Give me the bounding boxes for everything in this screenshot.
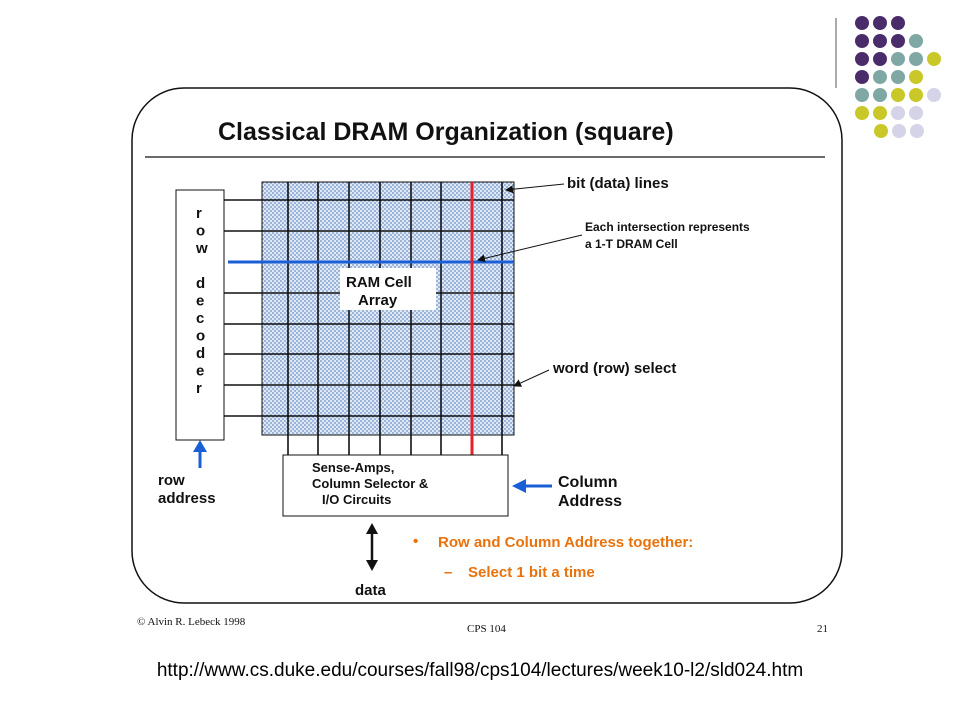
sense-amps-line3: I/O Circuits: [322, 492, 391, 507]
decorative-dot: [873, 16, 887, 30]
row-decoder-letter: o: [196, 328, 205, 345]
column-address-line2: Address: [558, 493, 622, 510]
decorative-dot: [873, 70, 887, 84]
column-address-line1: Column: [558, 474, 618, 491]
decorative-dot: [909, 88, 923, 102]
intersection-pointer: [477, 234, 583, 263]
row-decoder-letter: c: [196, 310, 204, 327]
row-decoder-letter: r: [196, 380, 202, 397]
decorative-dot: [873, 88, 887, 102]
row-address-line1: row: [158, 472, 185, 489]
decorative-dot: [909, 70, 923, 84]
row-decoder-letter: w: [195, 240, 208, 257]
word-select-pointer: [513, 369, 550, 387]
course-text: CPS 104: [467, 623, 506, 635]
row-decoder-letter: d: [196, 345, 205, 362]
bit-lines-label: bit (data) lines: [567, 175, 669, 192]
row-address-line2: address: [158, 490, 216, 507]
source-url: http://www.cs.duke.edu/courses/fall98/cp…: [156, 660, 804, 681]
decorative-dot: [910, 124, 924, 138]
decorative-dot: [892, 124, 906, 138]
decorative-dot: [891, 52, 905, 66]
data-arrowhead-up: [366, 523, 378, 534]
decorative-dot: [855, 70, 869, 84]
column-address-arrowhead: [512, 479, 526, 493]
decorative-dot: [855, 16, 869, 30]
row-decoder-letter: r: [196, 205, 202, 222]
decorative-dot: [891, 16, 905, 30]
array-label-line1: RAM Cell: [346, 274, 412, 291]
slide-title: Classical DRAM Organization (square): [218, 118, 674, 146]
sense-amps-line1: Sense-Amps,: [312, 460, 394, 475]
row-decoder-letter: o: [196, 223, 205, 240]
bullet-sub-dash: –: [444, 564, 452, 581]
array-label-box: [340, 268, 436, 310]
decorative-dot: [891, 34, 905, 48]
sense-amps-line2: Column Selector &: [312, 476, 428, 491]
decorative-dot: [909, 52, 923, 66]
bit-lines-pointer: [505, 183, 565, 194]
row-decoder-letter: e: [196, 363, 204, 380]
row-address-arrowhead: [193, 440, 207, 452]
copyright-text: © Alvin R. Lebeck 1998: [137, 616, 246, 628]
array-label-line2: Array: [358, 292, 398, 309]
decorative-dot: [891, 88, 905, 102]
decorative-dot: [855, 106, 869, 120]
intersection-label-line2: a 1-T DRAM Cell: [585, 237, 678, 251]
row-decoder-letter: e: [196, 293, 204, 310]
bullet-sub: Select 1 bit a time: [468, 564, 595, 581]
decorative-dot: [855, 52, 869, 66]
decorative-dot: [909, 34, 923, 48]
word-lines: [224, 199, 514, 417]
bullet-dot: •: [413, 533, 418, 550]
slide-frame: [131, 87, 843, 604]
decorative-dot: [909, 106, 923, 120]
decorative-dot: [927, 88, 941, 102]
bullet-main: Row and Column Address together:: [438, 534, 693, 551]
bit-lines: [287, 182, 503, 455]
decorative-dot: [891, 106, 905, 120]
data-arrowhead-down: [366, 560, 378, 571]
row-decoder-letter: d: [196, 275, 205, 292]
decorative-dot: [873, 52, 887, 66]
intersection-label-line1: Each intersection represents: [585, 220, 750, 234]
data-label: data: [355, 582, 387, 599]
row-decoder-box: [175, 189, 225, 441]
decorative-dot: [927, 52, 941, 66]
decorative-dot: [891, 70, 905, 84]
decorative-dot: [873, 106, 887, 120]
decorative-dot: [874, 124, 888, 138]
decorative-dot: [855, 34, 869, 48]
decorative-dot: [873, 34, 887, 48]
sense-amps-box: [282, 454, 509, 517]
decorative-dot: [855, 88, 869, 102]
word-select-label: word (row) select: [552, 360, 676, 377]
page-number: 21: [817, 623, 828, 635]
